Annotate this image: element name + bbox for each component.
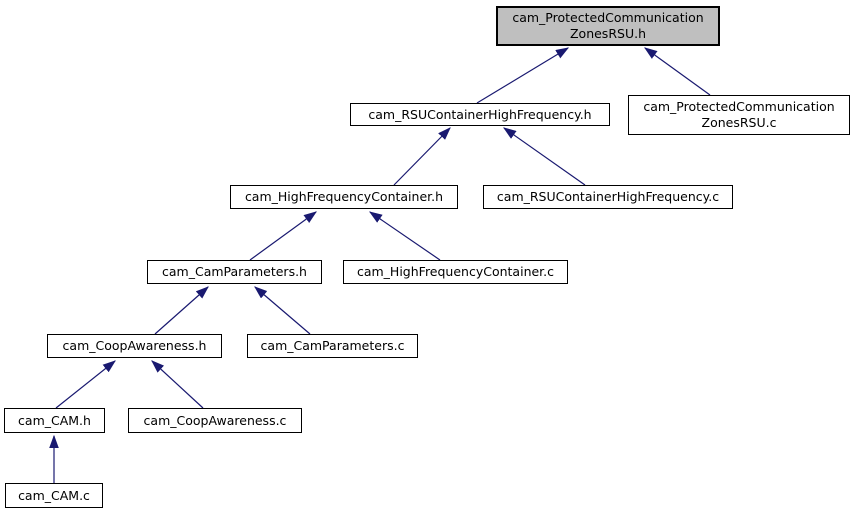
include-edge (393, 127, 451, 186)
node-cam-cam-parameters-h[interactable]: cam_CamParameters.h (147, 260, 322, 284)
node-cam-coop-awareness-c[interactable]: cam_CoopAwareness.c (128, 408, 302, 433)
include-edge (503, 127, 586, 186)
include-edge (249, 211, 317, 261)
include-edge (369, 211, 441, 261)
include-edge (154, 286, 209, 335)
include-edge (55, 360, 116, 409)
include-edge (644, 47, 711, 96)
node-cam-cam-h[interactable]: cam_CAM.h (4, 408, 105, 433)
node-cam-high-frequency-container-h[interactable]: cam_HighFrequencyContainer.h (230, 185, 458, 209)
node-cam-protected-communication-zones-rsu-h: cam_ProtectedCommunication ZonesRSU.h (496, 6, 720, 46)
include-edge (151, 360, 204, 409)
node-cam-cam-c[interactable]: cam_CAM.c (5, 483, 103, 508)
include-edge (476, 47, 570, 104)
include-edge (254, 286, 311, 335)
node-cam-rsu-container-high-frequency-c[interactable]: cam_RSUContainerHighFrequency.c (483, 185, 733, 209)
node-cam-protected-communication-zones-rsu-c[interactable]: cam_ProtectedCommunication ZonesRSU.c (628, 95, 850, 135)
node-cam-coop-awareness-h[interactable]: cam_CoopAwareness.h (47, 334, 222, 358)
node-cam-cam-parameters-c[interactable]: cam_CamParameters.c (247, 334, 418, 358)
node-cam-high-frequency-container-c[interactable]: cam_HighFrequencyContainer.c (343, 260, 568, 284)
node-cam-rsu-container-high-frequency-h[interactable]: cam_RSUContainerHighFrequency.h (350, 103, 610, 126)
